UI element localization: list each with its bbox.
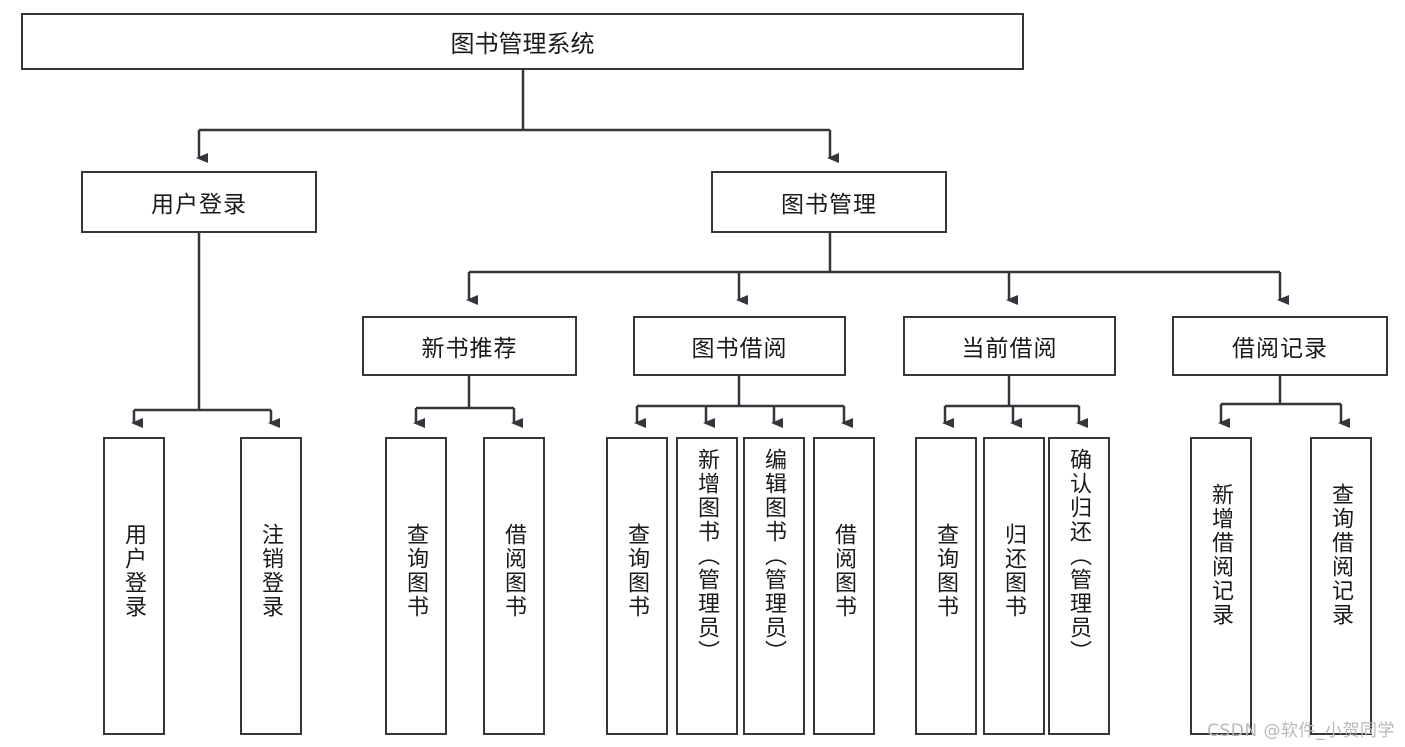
leaf-new-book-borrow-book[interactable]: 借阅图书 xyxy=(483,437,545,735)
leaf-current-borrow-confirm-return-admin[interactable]: 确认归还（管理员） xyxy=(1048,437,1110,735)
node-book-management[interactable]: 图书管理 xyxy=(711,171,947,233)
leaf-label: 查询图书 xyxy=(624,523,649,619)
leaf-label: 注销登录 xyxy=(258,523,283,619)
leaf-current-borrow-return-book[interactable]: 归还图书 xyxy=(983,437,1045,735)
node-root-book-management-system[interactable]: 图书管理系统 xyxy=(21,13,1024,70)
watermark-text: CSDN @软件_小贺同学 xyxy=(1207,721,1395,741)
leaf-user-login-login[interactable]: 用户登录 xyxy=(103,437,165,735)
leaf-borrow-record-query-record[interactable]: 查询借阅记录 xyxy=(1310,437,1372,735)
node-new-book-recommend[interactable]: 新书推荐 xyxy=(362,316,577,376)
node-label: 新书推荐 xyxy=(421,336,518,362)
node-user-login[interactable]: 用户登录 xyxy=(81,171,317,233)
node-borrow-record[interactable]: 借阅记录 xyxy=(1172,316,1388,376)
leaf-label: 查询图书 xyxy=(403,523,428,619)
node-current-borrow[interactable]: 当前借阅 xyxy=(903,316,1116,376)
leaf-label: 确认归还（管理员） xyxy=(1066,448,1091,664)
leaf-label: 查询借阅记录 xyxy=(1328,483,1353,627)
leaf-label: 查询图书 xyxy=(933,523,958,619)
leaf-book-borrow-edit-book-admin[interactable]: 编辑图书（管理员） xyxy=(743,437,805,735)
leaf-label: 用户登录 xyxy=(121,523,146,619)
node-label: 图书借阅 xyxy=(691,336,788,362)
leaf-borrow-record-add-record[interactable]: 新增借阅记录 xyxy=(1190,437,1252,735)
leaf-label: 新增借阅记录 xyxy=(1208,483,1233,627)
node-label: 图书管理 xyxy=(781,192,877,218)
leaf-book-borrow-borrow-book[interactable]: 借阅图书 xyxy=(813,437,875,735)
node-label: 用户登录 xyxy=(151,192,247,218)
node-label: 当前借阅 xyxy=(961,336,1058,362)
node-label: 借阅记录 xyxy=(1232,336,1328,362)
leaf-label: 编辑图书（管理员） xyxy=(761,448,786,664)
node-book-borrow[interactable]: 图书借阅 xyxy=(633,316,846,376)
leaf-label: 新增图书（管理员） xyxy=(694,448,719,664)
leaf-book-borrow-query-book[interactable]: 查询图书 xyxy=(606,437,668,735)
node-label: 图书管理系统 xyxy=(450,30,595,58)
leaf-label: 借阅图书 xyxy=(831,523,856,619)
leaf-new-book-query-book[interactable]: 查询图书 xyxy=(385,437,447,735)
leaf-user-login-logout[interactable]: 注销登录 xyxy=(240,437,302,735)
leaf-book-borrow-add-book-admin[interactable]: 新增图书（管理员） xyxy=(676,437,738,735)
leaf-current-borrow-query-book[interactable]: 查询图书 xyxy=(915,437,977,735)
leaf-label: 归还图书 xyxy=(1001,523,1026,619)
leaf-label: 借阅图书 xyxy=(501,523,526,619)
